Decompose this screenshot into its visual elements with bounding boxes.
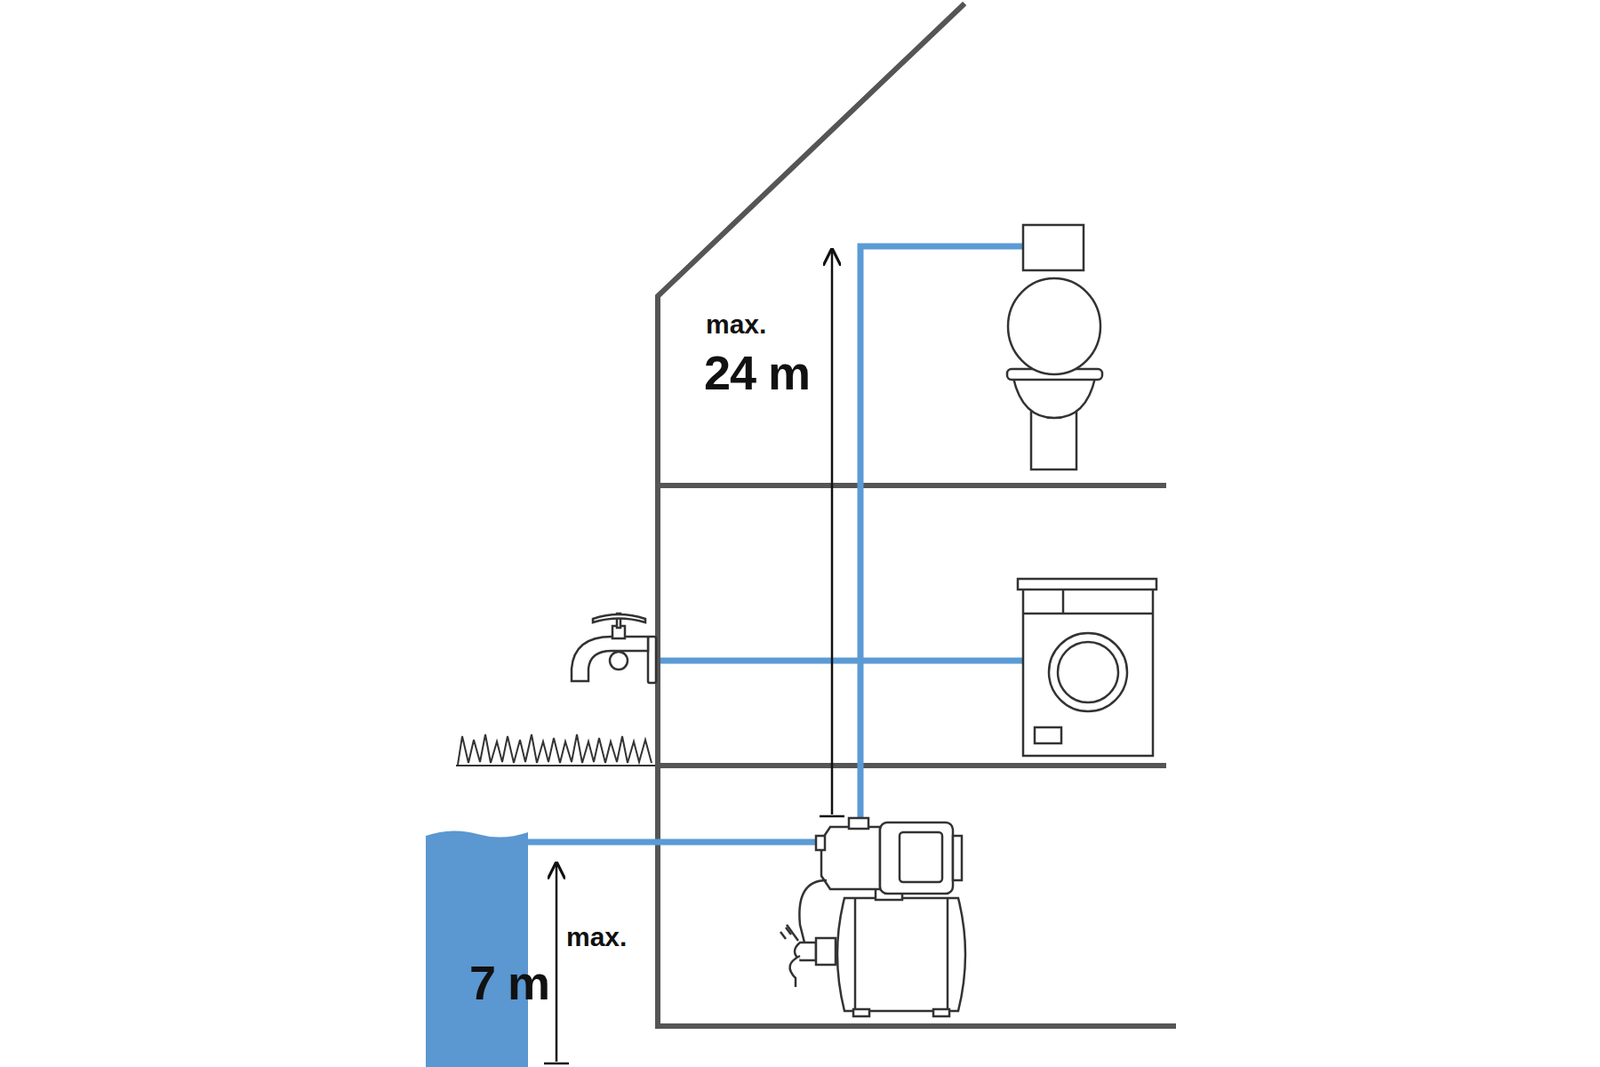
house-outline: [657, 5, 1174, 1026]
water-pipes: [528, 246, 1024, 842]
dimension-prefix: max.: [705, 311, 767, 338]
dimension-value: 24 m: [704, 348, 810, 397]
dimension-value: 7 m: [469, 958, 550, 1007]
water-source: [425, 830, 528, 1067]
outdoor-tap: [571, 613, 656, 683]
washing-machine: [1017, 578, 1157, 756]
dimension-prefix: max.: [566, 923, 627, 951]
dimension-arrows: [544, 249, 845, 1064]
pump-unit: [780, 817, 966, 1016]
grass: [456, 734, 656, 766]
toilet: [1007, 224, 1103, 470]
